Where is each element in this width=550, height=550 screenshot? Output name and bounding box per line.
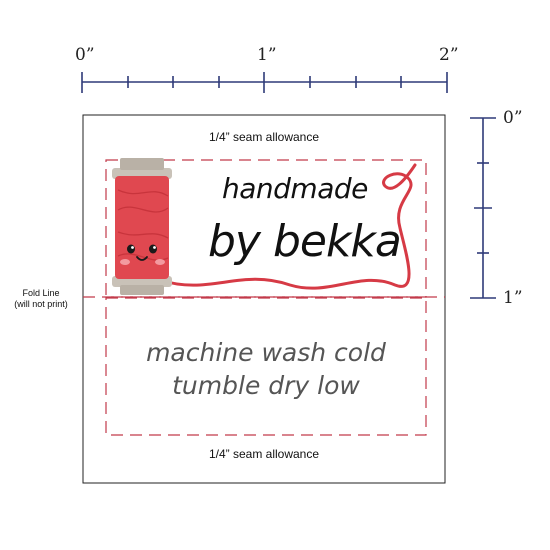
care-instructions: machine wash cold tumble dry low <box>106 336 426 402</box>
fold-line-title: Fold Line <box>22 288 60 298</box>
brand-line-2: by bekka <box>208 216 402 267</box>
ruler-right-label-1: 1” <box>503 288 523 308</box>
ruler-right-label-0: 0” <box>503 108 523 128</box>
ruler-top-label-1: 1” <box>257 45 277 65</box>
ruler-top-label-0: 0” <box>75 45 95 65</box>
care-line-2: tumble dry low <box>172 371 360 400</box>
right-ruler <box>470 117 496 299</box>
brand-line-1: handmade <box>222 172 368 205</box>
fold-line-note: Fold Line (will not print) <box>2 288 80 310</box>
thread-line <box>158 163 417 290</box>
fold-line-subtitle: (will not print) <box>14 299 68 309</box>
care-line-1: machine wash cold <box>146 338 386 367</box>
seam-allowance-bottom: 1/4” seam allowance <box>208 447 320 461</box>
seam-allowance-top: 1/4” seam allowance <box>208 130 320 144</box>
top-ruler <box>81 72 448 93</box>
stitch-guide-bottom <box>105 297 427 436</box>
ruler-top-label-2: 2” <box>439 45 459 65</box>
thread-spool-icon <box>112 158 172 295</box>
